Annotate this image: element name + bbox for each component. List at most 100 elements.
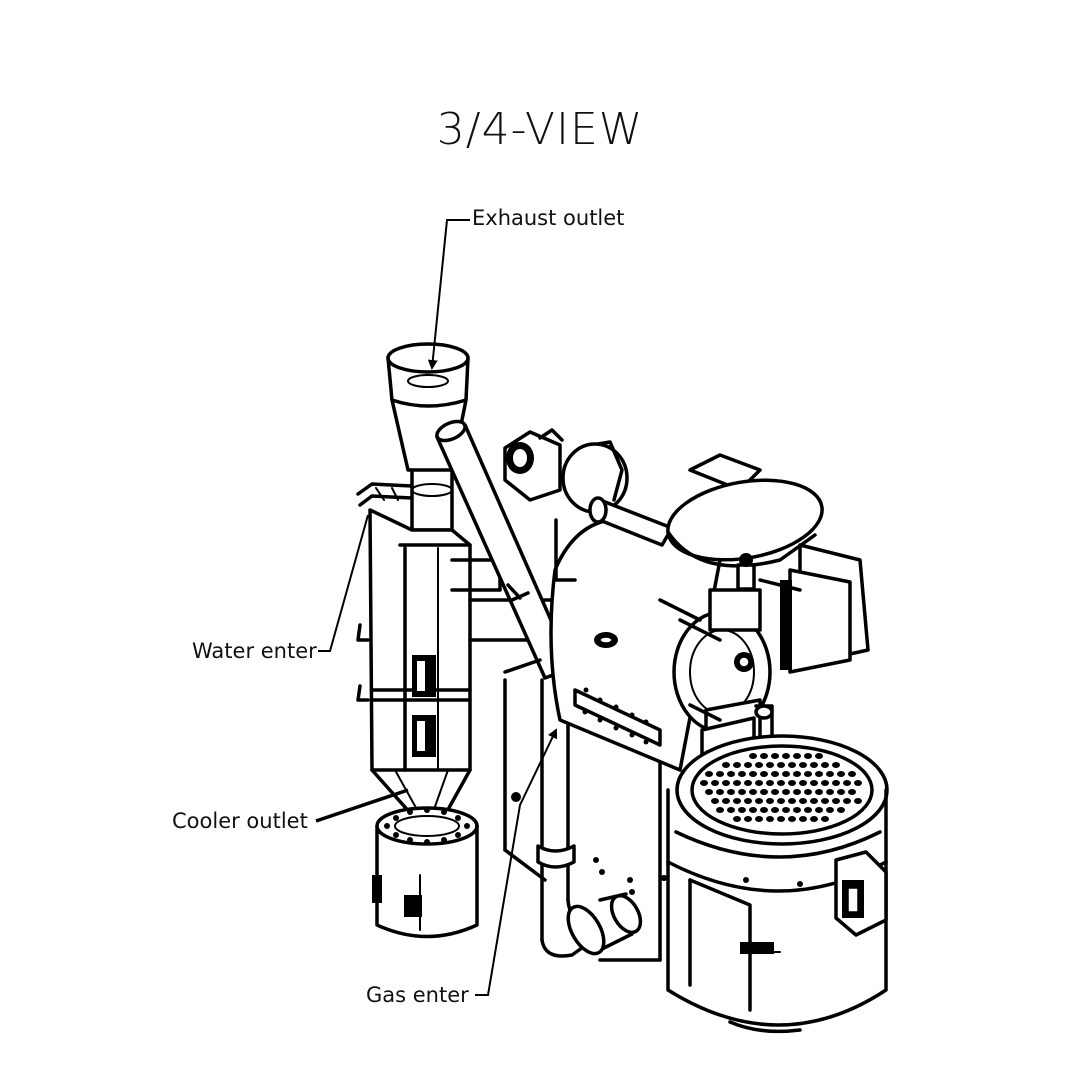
- tray-hole: [705, 771, 713, 777]
- leader-cooler-outlet: [315, 788, 409, 823]
- tray-hole: [744, 780, 752, 786]
- tray-hole: [793, 807, 801, 813]
- tray-hole: [711, 798, 719, 804]
- tray-hole: [766, 798, 774, 804]
- tray-hole: [727, 807, 735, 813]
- tray-hole: [837, 789, 845, 795]
- tray-hole: [821, 762, 829, 768]
- tray-hole: [771, 753, 779, 759]
- tray-hole: [788, 798, 796, 804]
- tray-hole: [843, 798, 851, 804]
- tray-hole: [744, 798, 752, 804]
- tray-hole: [727, 789, 735, 795]
- leader-exhaust-outlet: [427, 219, 470, 370]
- tray-hole: [755, 780, 763, 786]
- tray-hole: [837, 807, 845, 813]
- tray-hole: [832, 798, 840, 804]
- tray-hole: [854, 780, 862, 786]
- tray-hole: [788, 780, 796, 786]
- tray-hole: [793, 753, 801, 759]
- tray-hole: [810, 780, 818, 786]
- tray-hole: [826, 789, 834, 795]
- tray-hole: [821, 798, 829, 804]
- tray-hole: [777, 762, 785, 768]
- tray-hole: [738, 807, 746, 813]
- exhaust-pipe: [435, 419, 643, 958]
- tray-hole: [771, 789, 779, 795]
- tray-hole: [749, 771, 757, 777]
- tray-hole: [804, 789, 812, 795]
- tray-hole: [815, 789, 823, 795]
- label-exhaust-outlet: Exhaust outlet: [472, 206, 625, 230]
- tray-hole: [727, 771, 735, 777]
- tray-hole: [799, 798, 807, 804]
- tray-hole: [749, 789, 757, 795]
- bean-hopper: [666, 453, 870, 674]
- tray-hole: [733, 816, 741, 822]
- tray-hole: [810, 816, 818, 822]
- tray-hole: [854, 798, 862, 804]
- cooling-bin: [372, 806, 479, 939]
- tray-hole: [832, 780, 840, 786]
- tray-hole: [755, 762, 763, 768]
- tray-hole: [722, 798, 730, 804]
- tray-hole: [700, 780, 708, 786]
- tray-hole: [826, 771, 834, 777]
- tray-hole: [793, 771, 801, 777]
- tray-hole: [733, 762, 741, 768]
- tray-hole: [738, 771, 746, 777]
- tray-hole: [804, 753, 812, 759]
- tray-hole: [821, 816, 829, 822]
- tray-hole: [793, 789, 801, 795]
- tray-hole: [826, 807, 834, 813]
- tray-hole: [733, 780, 741, 786]
- tray-hole: [804, 807, 812, 813]
- tray-hole: [837, 771, 845, 777]
- tray-hole: [755, 816, 763, 822]
- tray-hole: [815, 771, 823, 777]
- tray-hole: [843, 780, 851, 786]
- tray-hole: [810, 762, 818, 768]
- tray-hole: [815, 753, 823, 759]
- tray-hole: [799, 816, 807, 822]
- tray-hole: [771, 807, 779, 813]
- tray-hole: [733, 798, 741, 804]
- motor-housing: [503, 428, 674, 582]
- tray-hole: [716, 807, 724, 813]
- tray-hole: [766, 780, 774, 786]
- tray-hole: [716, 789, 724, 795]
- tray-hole: [804, 771, 812, 777]
- tray-hole: [788, 762, 796, 768]
- tray-hole: [848, 789, 856, 795]
- tray-hole: [705, 789, 713, 795]
- tray-hole: [799, 762, 807, 768]
- tray-hole: [799, 780, 807, 786]
- tray-hole: [749, 753, 757, 759]
- tray-hole: [760, 771, 768, 777]
- tray-hole: [716, 771, 724, 777]
- leader-gas-enter: [475, 728, 558, 996]
- tray-hole: [711, 780, 719, 786]
- cooling-tray: [661, 734, 889, 1034]
- diagram-title: 3/4-VIEW: [436, 104, 644, 155]
- label-water-enter: Water enter: [192, 639, 317, 663]
- label-cooler-outlet: Cooler outlet: [172, 809, 308, 833]
- tray-hole: [722, 780, 730, 786]
- tray-hole: [782, 753, 790, 759]
- tray-hole: [777, 816, 785, 822]
- tray-hole: [821, 780, 829, 786]
- tray-hole: [832, 762, 840, 768]
- tray-hole: [810, 798, 818, 804]
- tray-hole: [782, 807, 790, 813]
- label-gas-enter: Gas enter: [366, 983, 469, 1007]
- tray-hole: [755, 798, 763, 804]
- tray-hole: [760, 807, 768, 813]
- tray-hole: [766, 816, 774, 822]
- tray-hole: [744, 762, 752, 768]
- leader-water-enter: [318, 514, 369, 652]
- tray-hole: [760, 753, 768, 759]
- tray-hole: [766, 762, 774, 768]
- tray-hole: [777, 780, 785, 786]
